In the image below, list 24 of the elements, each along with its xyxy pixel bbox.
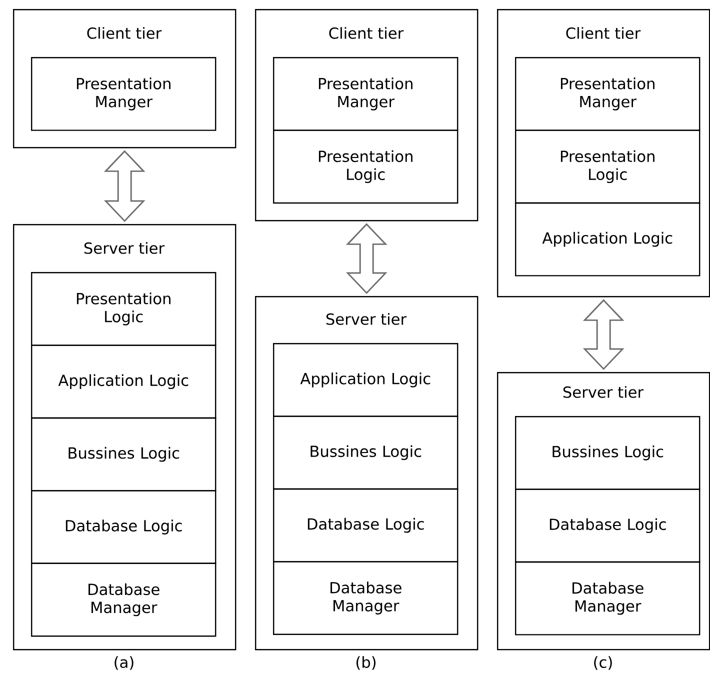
layer-box: Database Logic bbox=[31, 490, 216, 564]
caption: (a) bbox=[114, 656, 134, 670]
layer-box: Database Manager bbox=[515, 561, 700, 636]
layer-box: Bussines Logic bbox=[273, 416, 458, 490]
layer-box: Application Logic bbox=[31, 344, 216, 419]
caption: (b) bbox=[356, 656, 376, 670]
layer-box: Database Logic bbox=[515, 488, 700, 563]
layer-box: Presentation Manger bbox=[515, 57, 700, 131]
layer-box: Presentation Manger bbox=[273, 57, 458, 131]
layer-box: Database Manager bbox=[273, 561, 458, 635]
layer-box: Application Logic bbox=[515, 202, 700, 276]
layer-box: Application Logic bbox=[273, 343, 458, 417]
layer-box: Bussines Logic bbox=[515, 416, 700, 490]
layer-box: Presentation Logic bbox=[273, 130, 458, 204]
layer-box: Presentation Manger bbox=[31, 57, 216, 131]
layer-box: Database Manager bbox=[31, 562, 216, 637]
layer-box: Bussines Logic bbox=[31, 417, 216, 492]
double-arrow bbox=[346, 223, 388, 294]
caption: (c) bbox=[594, 656, 612, 670]
layer-box: Presentation Logic bbox=[515, 130, 700, 204]
layer-box: Presentation Logic bbox=[31, 272, 216, 346]
double-arrow bbox=[582, 299, 624, 370]
double-arrow bbox=[104, 150, 146, 222]
layer-box: Database Logic bbox=[273, 488, 458, 562]
